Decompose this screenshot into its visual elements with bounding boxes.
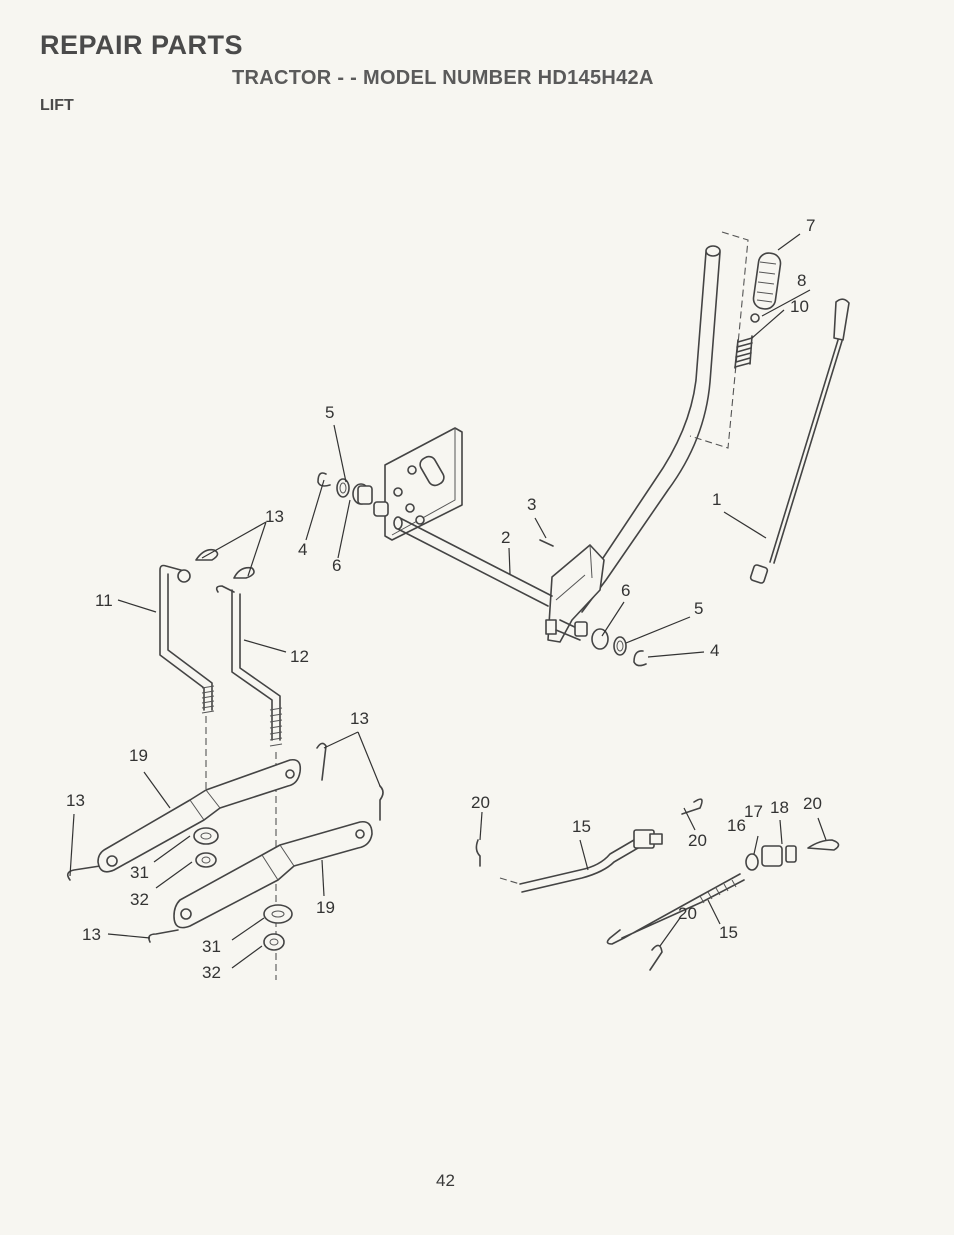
callout-7: 7	[806, 216, 815, 235]
spacer-nut-lower	[263, 904, 293, 951]
callout-13: 13	[82, 925, 101, 944]
spacer-nut-upper	[193, 827, 219, 868]
callout-5: 5	[325, 403, 334, 422]
upper-left-hardware	[317, 472, 373, 505]
lift-arm-upper	[97, 758, 302, 873]
lift-shaft	[373, 501, 586, 641]
callout-19: 19	[129, 746, 148, 765]
callout-32: 32	[202, 963, 221, 982]
adjustment-rod-upper	[499, 829, 663, 893]
callout-20: 20	[471, 793, 490, 812]
callout-16: 16	[727, 816, 746, 835]
callout-8: 8	[797, 271, 806, 290]
callout-6: 6	[332, 556, 341, 575]
mounting-plate	[384, 427, 463, 541]
grip-assembly-line	[689, 231, 749, 449]
callout-31: 31	[130, 863, 149, 882]
adjustment-rod-lower	[606, 873, 745, 945]
model-subtitle: TRACTOR - - MODEL NUMBER HD145H42A	[232, 67, 654, 89]
callout-6: 6	[621, 581, 630, 600]
handle-grip	[752, 252, 782, 310]
callout-3: 3	[527, 495, 536, 514]
callout-2: 2	[501, 528, 510, 547]
callout-10: 10	[790, 297, 809, 316]
callout-11: 11	[95, 591, 113, 610]
adjustment-hardware	[475, 798, 840, 971]
callout-5: 5	[694, 599, 703, 618]
callout-20: 20	[678, 904, 697, 923]
callout-32: 32	[130, 890, 149, 909]
callout-1: 1	[712, 490, 721, 509]
callout-15: 15	[572, 817, 591, 836]
callout-18: 18	[770, 798, 789, 817]
callout-4: 4	[298, 540, 307, 559]
callout-13: 13	[265, 507, 284, 526]
callout-17: 17	[744, 802, 763, 821]
section-label: LIFT	[40, 97, 74, 114]
lift-button	[750, 313, 760, 323]
lift-arm-lower	[173, 820, 373, 929]
lower-right-hardware	[574, 621, 647, 667]
callout-20: 20	[688, 831, 707, 850]
page-number: 42	[436, 1171, 455, 1190]
callout-19: 19	[316, 898, 335, 917]
lift-link-left	[159, 564, 215, 714]
callout-15: 15	[719, 923, 738, 942]
page-title: REPAIR PARTS	[40, 30, 244, 60]
callout-20: 20	[803, 794, 822, 813]
lift-link-right	[215, 585, 283, 747]
callout-31: 31	[202, 937, 221, 956]
callout-numbers: 7 8 10 5 13 4 6 3 2 1 11 12 6 5 4 13 19 …	[66, 216, 822, 982]
callout-13: 13	[350, 709, 369, 728]
callout-4: 4	[710, 641, 719, 660]
lift-rod	[749, 298, 850, 584]
callout-13: 13	[66, 791, 85, 810]
hairpin-cotter-pins	[66, 548, 384, 943]
roll-pin	[539, 539, 554, 547]
lift-spring	[734, 335, 753, 369]
callout-12: 12	[290, 647, 309, 666]
leader-lines	[69, 233, 827, 969]
lift-handle	[545, 245, 721, 643]
